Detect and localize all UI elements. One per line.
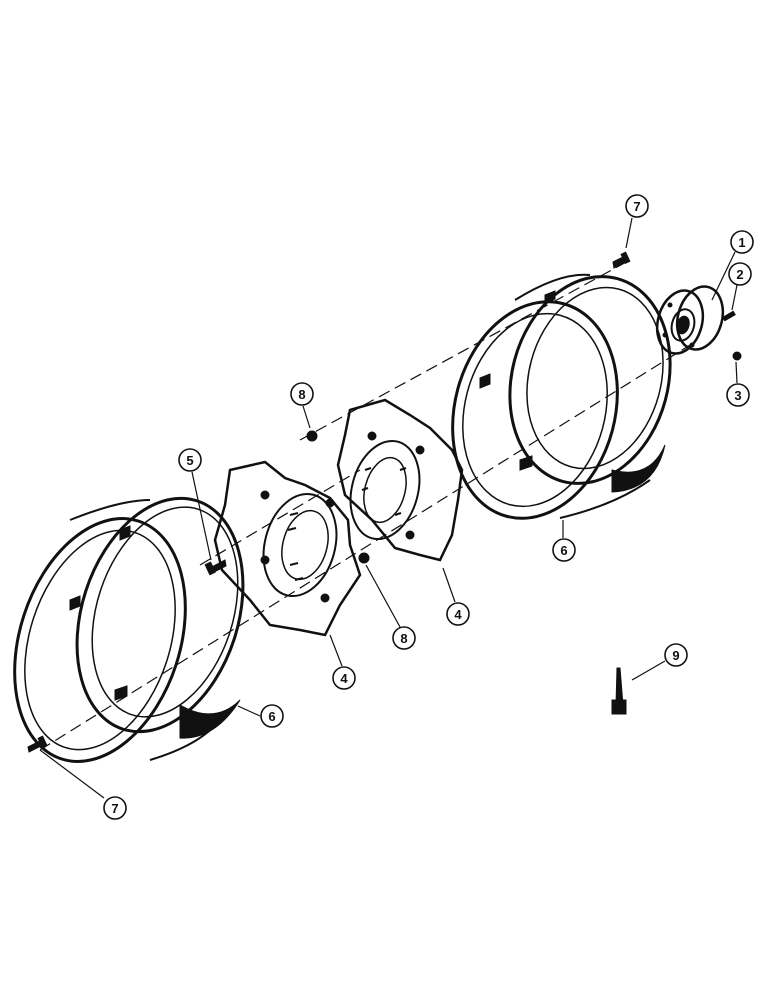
bolt-part-7-bottom: [27, 735, 48, 753]
svg-text:1: 1: [738, 235, 745, 250]
nut-part-8-upper: [306, 430, 318, 442]
leader-lines: [39, 217, 738, 799]
svg-text:7: 7: [111, 801, 118, 816]
svg-text:9: 9: [672, 648, 679, 663]
svg-text:4: 4: [340, 671, 348, 686]
callout-2: 2: [728, 262, 752, 286]
right-wheel-rim: [451, 273, 672, 520]
wheel-hub: [655, 285, 725, 355]
assembly-axis-lines: [39, 259, 691, 751]
right-wheel-disc: [336, 398, 464, 562]
bolt-part-5: [204, 559, 227, 576]
left-wheel-rim: [13, 496, 245, 763]
svg-text:2: 2: [736, 267, 743, 282]
svg-text:3: 3: [734, 388, 741, 403]
callout-5: 5: [178, 448, 202, 472]
left-wheel-disc: [213, 460, 362, 637]
callout-6-left: 6: [260, 704, 284, 728]
callout-9: 9: [664, 643, 688, 667]
nut-part-3: [732, 351, 742, 361]
nut-part-8-lower: [358, 552, 370, 564]
svg-text:6: 6: [560, 543, 567, 558]
svg-text:5: 5: [186, 453, 193, 468]
svg-text:8: 8: [298, 387, 305, 402]
callout-6-right: 6: [552, 538, 576, 562]
svg-text:7: 7: [633, 199, 640, 214]
callout-7-bottom: 7: [103, 796, 127, 820]
stud-part-2: [722, 310, 736, 322]
callout-8-lower: 8: [392, 626, 416, 650]
svg-text:8: 8: [400, 631, 407, 646]
callout-8-upper: 8: [290, 382, 314, 406]
callout-4-right: 4: [446, 602, 470, 626]
callout-4-left: 4: [332, 666, 356, 690]
callout-7-top: 7: [625, 194, 649, 218]
bolt-part-7-top: [612, 251, 631, 269]
callout-1: 1: [730, 230, 754, 254]
callout-3: 3: [726, 383, 750, 407]
valve-stem-part-9: [611, 667, 627, 715]
svg-text:6: 6: [268, 709, 275, 724]
svg-text:4: 4: [454, 607, 462, 622]
